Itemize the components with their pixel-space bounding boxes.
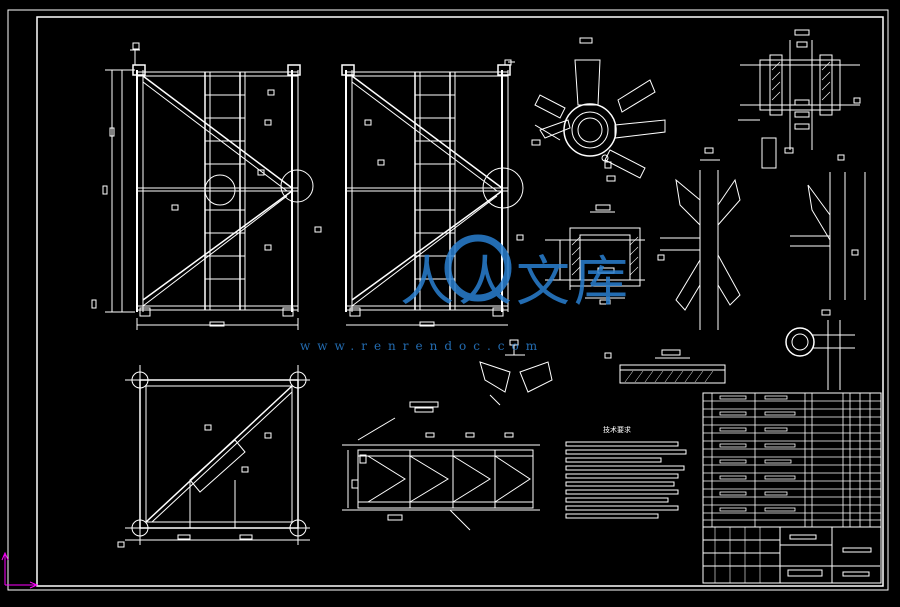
- section-detail-center: [545, 204, 665, 305]
- watermark: 人人文库 www.renrendoc.com: [300, 234, 632, 353]
- plate-section-detail: [604, 349, 726, 384]
- title-block: [702, 526, 882, 584]
- truss-elevation: [342, 401, 540, 531]
- tower-elevation-middle: [341, 59, 524, 327]
- parts-list-table: [702, 392, 882, 528]
- small-connection-detail: [479, 339, 553, 406]
- notes-heading: 技术要求: [603, 425, 631, 434]
- tower-elevation-left: [91, 42, 322, 330]
- strut-joint-detail: [660, 147, 741, 330]
- technical-notes: 技术要求: [565, 425, 687, 519]
- tower-plan-view: [117, 365, 310, 548]
- pipe-joint-detail: [785, 309, 855, 390]
- watermark-brand: 人人文库: [400, 250, 632, 313]
- ucs-axis-icon: [1, 551, 39, 589]
- flange-bracket-detail: [531, 37, 666, 182]
- sheet-frame: [7, 9, 889, 591]
- brace-connection-detail: [790, 154, 866, 300]
- section-detail-top-right: [738, 29, 861, 169]
- watermark-url: www.renrendoc.com: [300, 339, 544, 353]
